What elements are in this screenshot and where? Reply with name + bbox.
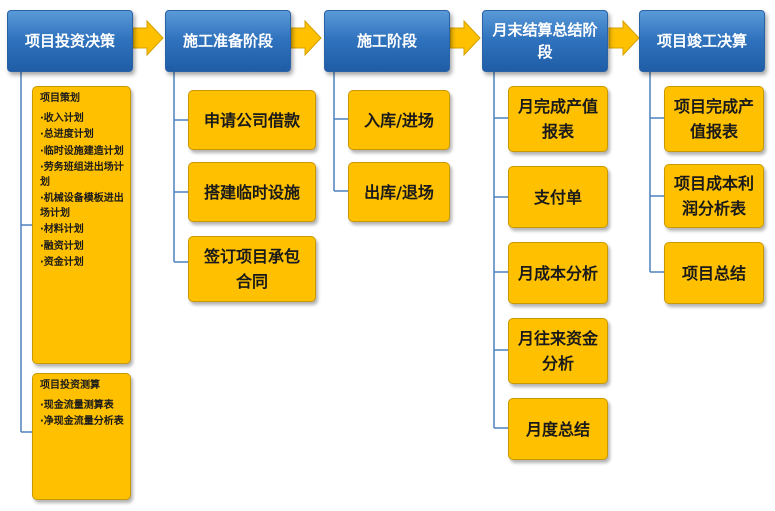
connector-col1	[20, 72, 32, 433]
box-project-summary: 项目总结	[664, 242, 764, 304]
connector-col2	[173, 72, 188, 263]
investment-estimate-title: 项目投资测算	[40, 380, 100, 391]
arrow-3-to-4	[449, 19, 481, 57]
box-project-output-report: 项目完成产值报表	[664, 86, 764, 152]
stage-header-investment-decision: 项目投资决策	[7, 10, 133, 72]
box-monthly-summary: 月度总结	[508, 398, 608, 460]
arrow-1-to-2	[132, 19, 164, 57]
stage-header-month-end: 月末结算总结阶段	[482, 10, 608, 72]
list-item: ·临时设施建造计划	[40, 145, 124, 157]
list-item: ·现金流量测算表	[40, 399, 114, 411]
stage-header-completion-settlement: 项目竣工决算	[639, 10, 765, 72]
stage-header-construction: 施工阶段	[324, 10, 450, 72]
box-warehouse-in: 入库/进场	[348, 90, 450, 150]
connector-col4	[493, 72, 508, 429]
box-payment-sheet: 支付单	[508, 166, 608, 228]
arrow-2-to-3	[290, 19, 322, 57]
list-item: ·劳务班组进出场计划	[40, 162, 124, 188]
box-warehouse-out: 出库/退场	[348, 162, 450, 222]
box-monthly-output-report: 月完成产值报表	[508, 86, 608, 152]
box-monthly-cost-analysis: 月成本分析	[508, 242, 608, 304]
box-temporary-facilities: 搭建临时设施	[188, 162, 316, 222]
list-item: ·融资计划	[40, 240, 84, 252]
list-item: ·资金计划	[40, 257, 84, 268]
box-monthly-funds-analysis: 月往来资金分析	[508, 318, 608, 384]
connector-col5	[649, 72, 664, 273]
project-planning-list: 项目策划 ·收入计划 ·总进度计划 ·临时设施建造计划 ·劳务班组进出场计划 ·…	[32, 86, 131, 364]
box-project-contract: 签订项目承包合同	[188, 236, 316, 302]
list-item: ·机械设备模板进出场计划	[40, 193, 124, 219]
arrow-4-to-5	[608, 19, 640, 57]
list-item: ·收入计划	[40, 112, 84, 124]
connector-col3	[333, 72, 348, 192]
project-planning-title: 项目策划	[40, 93, 80, 104]
box-project-cost-profit: 项目成本利润分析表	[664, 164, 764, 228]
stage-header-construction-prep: 施工准备阶段	[165, 10, 291, 72]
list-item: ·总进度计划	[40, 129, 94, 140]
investment-estimate-list: 项目投资测算 ·现金流量测算表 ·净现金流量分析表	[32, 373, 131, 500]
list-item: ·材料计划	[40, 224, 84, 235]
box-company-loan: 申请公司借款	[188, 90, 316, 150]
list-item: ·净现金流量分析表	[40, 416, 124, 427]
